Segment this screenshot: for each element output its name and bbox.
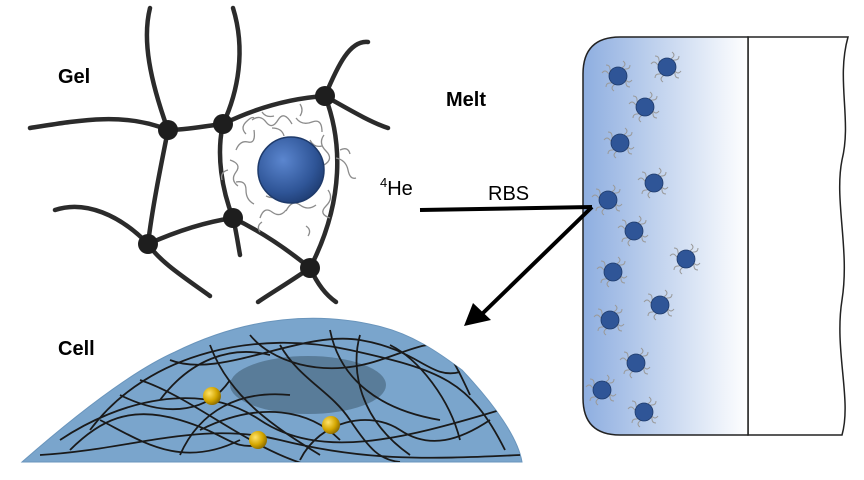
cell-label: Cell: [58, 338, 95, 360]
rbs-label: RBS: [488, 183, 529, 205]
helium-symbol: He: [387, 178, 413, 200]
gel-strand: [144, 5, 171, 133]
gel-network: [27, 5, 391, 305]
gel-strand: [52, 204, 151, 247]
organelle: [249, 431, 267, 449]
gel-nanoparticle: [257, 136, 325, 204]
rbs-beam: [419, 205, 594, 326]
gel-strand: [27, 116, 171, 133]
incident-beam: [419, 205, 593, 212]
gel-strand: [230, 215, 313, 271]
gel-strand: [145, 215, 236, 247]
gel-particle-corona: [220, 103, 357, 237]
crosslink-dot: [223, 208, 243, 228]
helium-mass-number: 4: [380, 175, 387, 190]
scattered-beam: [480, 205, 594, 316]
gel-strand: [220, 5, 242, 127]
gel-strand: [220, 93, 328, 127]
gel-strand: [322, 39, 371, 99]
crosslink-dot: [300, 258, 320, 278]
arrow-icon: [464, 303, 491, 326]
crosslink-dot: [213, 114, 233, 134]
cell: [20, 317, 523, 463]
gel-strand: [145, 241, 213, 299]
gel-crosslinks: [138, 86, 335, 278]
organelle: [203, 387, 221, 405]
gel-strand: [145, 127, 171, 247]
helium-label: 4He: [380, 175, 413, 200]
organelle: [322, 416, 340, 434]
sample-extension: [747, 36, 849, 436]
crosslink-dot: [315, 86, 335, 106]
crosslink-dot: [158, 120, 178, 140]
crosslink-dot: [138, 234, 158, 254]
gel-strand: [307, 93, 340, 271]
melt-label: Melt: [446, 89, 486, 111]
melt-sample: [582, 36, 849, 436]
gel-label: Gel: [58, 66, 90, 88]
